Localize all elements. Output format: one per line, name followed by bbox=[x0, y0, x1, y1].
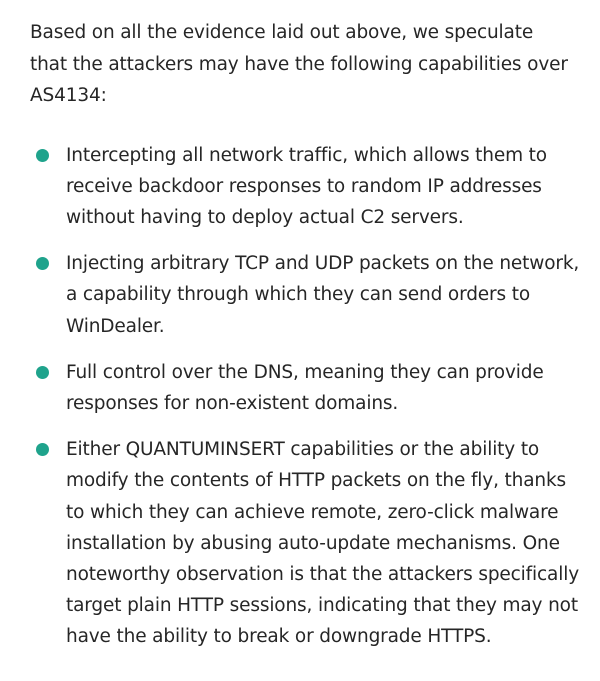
bullet-dot-icon bbox=[36, 148, 49, 162]
list-item: Intercepting all network traffic, which … bbox=[30, 140, 586, 234]
list-item-text: Intercepting all network traffic, which … bbox=[66, 144, 547, 228]
list-item-text: Full control over the DNS, meaning they … bbox=[66, 361, 544, 414]
list-item-text: Injecting arbitrary TCP and UDP packets … bbox=[66, 253, 580, 337]
bullet-dot-icon bbox=[36, 257, 49, 271]
bullet-dot-icon bbox=[36, 365, 49, 379]
intro-paragraph: Based on all the evidence laid out above… bbox=[30, 22, 568, 106]
list-item-text: Either QUANTUMINSERT capabilities or the… bbox=[66, 439, 580, 648]
capabilities-list: Intercepting all network traffic, which … bbox=[30, 140, 580, 653]
list-item: Either QUANTUMINSERT capabilities or the… bbox=[30, 434, 586, 652]
bullet-dot-icon bbox=[36, 443, 49, 457]
list-item: Injecting arbitrary TCP and UDP packets … bbox=[30, 248, 586, 342]
list-item: Full control over the DNS, meaning they … bbox=[30, 357, 586, 419]
